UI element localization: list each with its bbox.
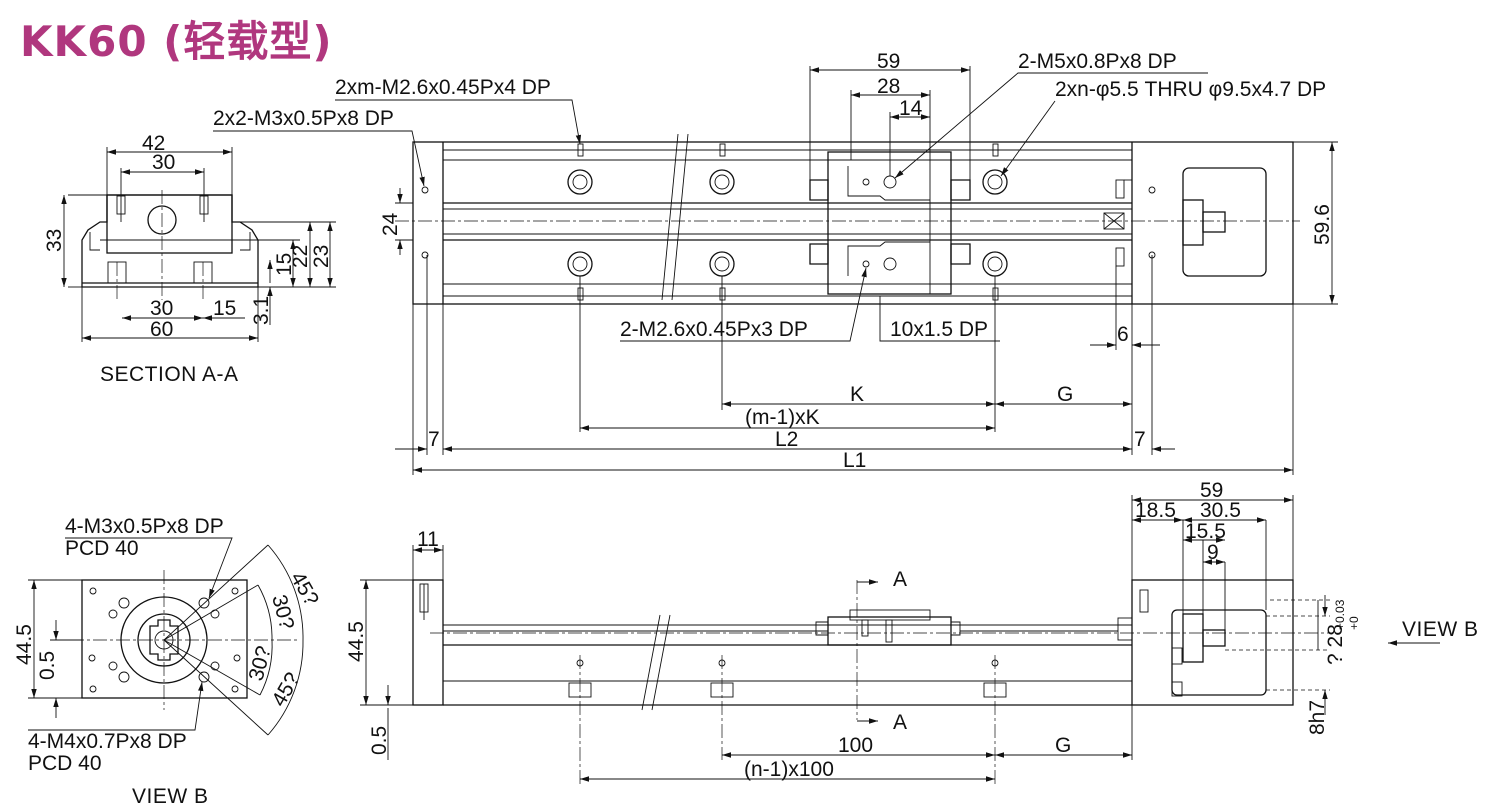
- dim-7-right: 7: [1134, 428, 1146, 451]
- dim-K: K: [850, 383, 864, 406]
- section-aa-caption: SECTION A-A: [100, 363, 239, 386]
- dim-14-top: 14: [899, 97, 923, 120]
- callout-m2-6-bottom: 2-M2.6x0.45Px3 DP: [620, 318, 808, 341]
- front-dim-n1-100: (n-1)x100: [744, 758, 834, 781]
- front-dim-0-5: 0.5: [368, 726, 391, 755]
- dim-60: 60: [150, 318, 173, 341]
- front-dim-8h7: 8h7: [1306, 700, 1329, 735]
- section-aa-view: 42 30 33 22 23 15 30 15 60 3.1 SECTION A…: [43, 132, 336, 386]
- dim-L2: L2: [775, 428, 798, 451]
- top-view: 59 28 14 24 59.6 2xm-M2.6x0.45Px4 DP 2x2…: [213, 50, 1338, 475]
- callout-m4-viewb: 4-M4x0.7Px8 DP: [28, 730, 187, 753]
- dim-30-top: 30: [152, 151, 175, 174]
- front-dim-100: 100: [838, 734, 873, 757]
- dim-L1: L1: [843, 449, 866, 472]
- dim-15: 15: [213, 297, 236, 320]
- front-dim-phi28: ? 28: [1324, 624, 1347, 665]
- dim-59-top: 59: [877, 50, 900, 73]
- dim-7-left: 7: [428, 428, 440, 451]
- viewb-dim-44-5: 44.5: [13, 624, 36, 665]
- front-dim-18-5: 18.5: [1135, 499, 1176, 522]
- view-b-arrow-label: VIEW B: [1402, 618, 1479, 641]
- viewb-dim-0-5: 0.5: [36, 651, 59, 680]
- front-dim-30-5: 30.5: [1200, 499, 1241, 522]
- front-dim-G: G: [1055, 734, 1071, 757]
- angle-30-top: 30?: [267, 592, 298, 632]
- dim-6: 6: [1117, 323, 1129, 346]
- callout-m2-6-top: 2xm-M2.6x0.45Px4 DP: [335, 76, 551, 99]
- dim-30-bottom: 30: [150, 297, 173, 320]
- dim-23: 23: [310, 245, 333, 268]
- callout-pcd-top: PCD 40: [65, 537, 139, 560]
- front-view: A A 11 44.5 0.5 100 G (n-1)x100: [345, 479, 1479, 785]
- cut-marker-a-top: A: [893, 568, 907, 591]
- dim-24: 24: [379, 212, 402, 236]
- callout-pcd-bottom: PCD 40: [28, 752, 102, 775]
- callout-m3-viewb: 4-M3x0.5Px8 DP: [65, 515, 224, 538]
- cut-marker-a-bottom: A: [893, 711, 907, 734]
- dim-22: 22: [289, 245, 312, 268]
- dim-3-1: 3.1: [250, 296, 273, 325]
- front-dim-59: 59: [1200, 479, 1223, 502]
- view-b: 45? 30? 30? 45? 44.5 0.5 4-M3x0.5Px8 DP …: [13, 515, 323, 808]
- callout-m5: 2-M5x0.8Px8 DP: [1018, 50, 1177, 73]
- callout-m3-side: 2x2-M3x0.5Px8 DP: [213, 107, 394, 130]
- view-b-caption: VIEW B: [132, 785, 209, 808]
- front-tol-zero: +0: [1347, 616, 1361, 630]
- page-title: KK60 (轻载型): [20, 17, 333, 66]
- front-dim-15-5: 15.5: [1185, 520, 1226, 543]
- dim-G-top: G: [1057, 383, 1073, 406]
- dim-42: 42: [142, 132, 165, 155]
- front-dim-11: 11: [417, 528, 439, 551]
- angle-30-bottom: 30?: [245, 643, 276, 683]
- callout-thru: 2xn-φ5.5 THRU φ9.5x4.7 DP: [1055, 78, 1326, 101]
- dim-59-6: 59.6: [1311, 204, 1334, 245]
- front-dim-9: 9: [1207, 541, 1219, 564]
- dim-28-top: 28: [877, 75, 900, 98]
- front-dim-44-5: 44.5: [345, 621, 368, 662]
- dim-15-vert: 15: [273, 253, 296, 276]
- callout-10x1-5: 10x1.5 DP: [890, 318, 988, 341]
- dim-33: 33: [43, 229, 66, 252]
- front-tol-plus: +0.03: [1333, 599, 1347, 630]
- dim-m1-K: (m-1)xK: [745, 406, 820, 429]
